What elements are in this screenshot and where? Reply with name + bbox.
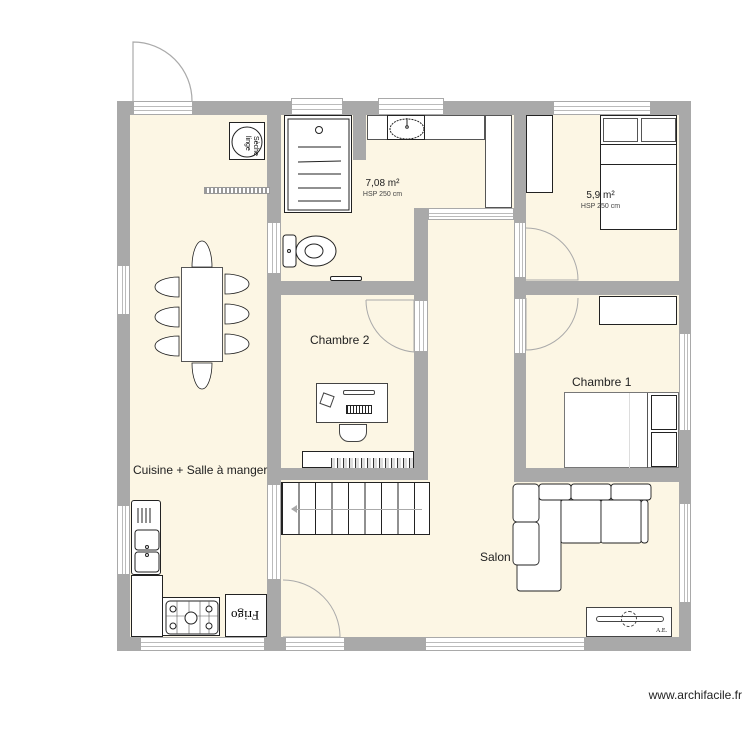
bathroom-cabinet (485, 115, 512, 208)
wall-ch2-bottom (267, 468, 428, 480)
room-label-chambre-2: Chambre 2 (310, 333, 370, 347)
wall-ch1-bottom (514, 468, 691, 482)
desk-chair[interactable] (339, 424, 367, 442)
room-label-cuisine: Cuisine + Salle à manger (133, 463, 268, 477)
window-left-2 (117, 505, 130, 575)
dining-table[interactable] (181, 267, 223, 362)
dryer-label: Sèche linge (244, 136, 259, 156)
window-bottom-cuisine (140, 637, 265, 651)
wardrobe-ch3 (526, 115, 553, 193)
cooktop[interactable] (162, 597, 220, 636)
ch3-area-value: 5,9 m² (586, 190, 615, 201)
wall-ch3-bottom (514, 281, 691, 295)
door-opening-wc[interactable] (267, 222, 281, 274)
kitchen-sink-drainer[interactable] (131, 500, 161, 575)
desk[interactable] (316, 383, 388, 423)
kitchen-counter (131, 575, 163, 637)
toilet[interactable] (281, 232, 361, 272)
window-top-sdb-2 (378, 98, 444, 115)
door-opening-ch1[interactable] (514, 298, 526, 354)
wall-sdb-partition (353, 115, 366, 160)
credit-link[interactable]: www.archifacile.fr (648, 688, 742, 702)
ch3-area: 5,9 m² HSP 250 cm (568, 190, 633, 212)
floor-chambre-2 (281, 295, 414, 468)
bookshelf (302, 451, 414, 468)
room-label-salon: Salon (480, 550, 511, 564)
ch3-hsp: HSP 250 cm (580, 203, 621, 210)
sdb-area: 7,08 m² HSP 250 cm (350, 178, 415, 200)
window-right-ch1 (679, 333, 691, 431)
sdb-area-value: 7,08 m² (365, 178, 400, 189)
sdb-hsp: HSP 250 cm (362, 191, 403, 198)
window-left-1 (117, 265, 130, 315)
door-opening-cuisine-salon[interactable] (267, 484, 281, 580)
radiator-label: A.E. (656, 628, 667, 634)
door-opening-ch2[interactable] (414, 300, 428, 352)
dresser-ch1 (599, 296, 677, 325)
bed-ch1[interactable] (564, 392, 679, 468)
towel-rail (330, 276, 362, 281)
room-label-chambre-1: Chambre 1 (572, 375, 632, 389)
shower[interactable] (284, 115, 352, 213)
floor-hall (428, 220, 514, 482)
bathroom-counter (367, 115, 485, 140)
bed-ch3[interactable] (600, 115, 677, 230)
window-top-sdb-1 (291, 98, 343, 115)
window-right-salon (679, 503, 691, 603)
dryer-appliance: Sèche linge (229, 122, 265, 160)
staircase[interactable] (281, 482, 430, 535)
radiator: A.E. (586, 607, 672, 637)
window-hall-top (428, 208, 514, 220)
door-opening-ch3[interactable] (514, 222, 526, 278)
fridge[interactable]: Frigo (225, 594, 267, 637)
window-top-ch3 (553, 101, 651, 115)
fridge-label: Frigo (231, 608, 260, 623)
window-bottom-salon-2 (425, 637, 585, 651)
sectional-sofa[interactable] (510, 482, 652, 592)
vent-bar (204, 187, 270, 194)
washbasin[interactable] (387, 115, 425, 140)
wall-sdb-bottom (281, 281, 428, 295)
window-bottom-salon-1 (285, 637, 345, 651)
window-top-cuisine (133, 101, 193, 115)
